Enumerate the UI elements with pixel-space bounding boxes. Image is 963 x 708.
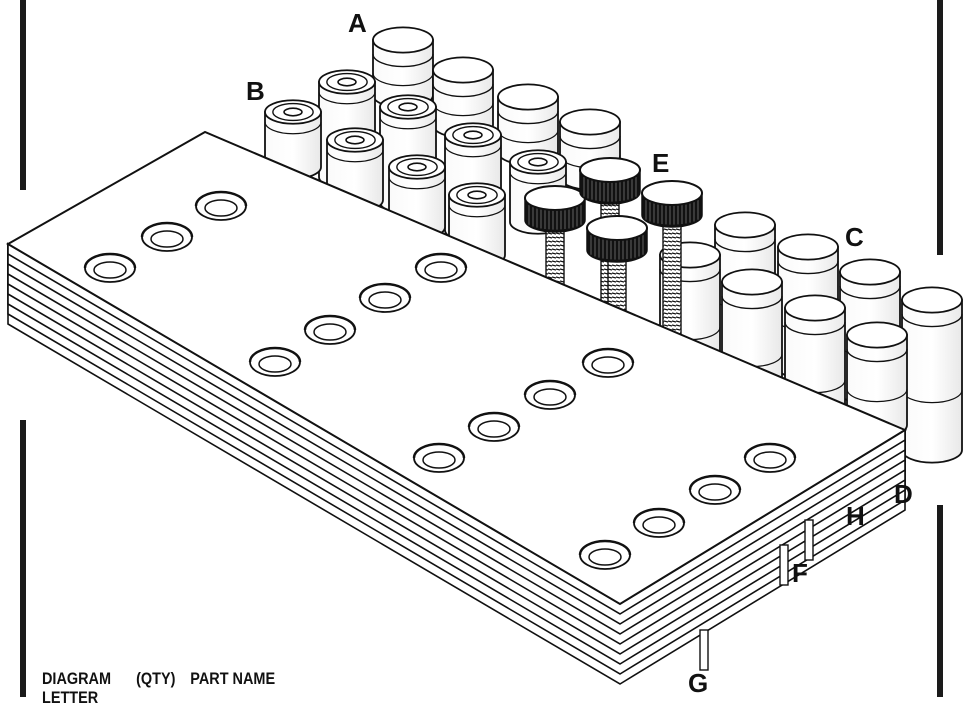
callout-b: B [246, 76, 265, 106]
frame-bar-bottom-right [937, 505, 943, 697]
bolt-1 [524, 185, 586, 320]
plate-hole-1 [194, 190, 248, 221]
plate-holes [83, 190, 797, 570]
frame-bar-top-right [937, 0, 943, 255]
legend-header: DIAGRAM (QTY) PART NAME [42, 669, 275, 689]
cylinder-16 [901, 286, 963, 464]
plate-top-face [6, 130, 908, 606]
plate-hole-15 [578, 539, 632, 570]
cylinder-parts [264, 26, 963, 464]
plate-hole-5 [358, 282, 412, 313]
plate-hole-2 [140, 221, 194, 252]
plate-hole-6 [303, 314, 357, 345]
cylinder-3 [497, 83, 559, 166]
plate-hole-10 [467, 411, 521, 442]
plate-hole-14 [632, 507, 686, 538]
frame-bar-bottom-left [20, 420, 26, 697]
frame-bars [20, 0, 943, 697]
callout-g: G [688, 668, 708, 697]
plate-tab-2 [779, 544, 789, 586]
plate-stack [6, 130, 908, 685]
plate-hole-12 [743, 442, 797, 473]
plate-hole-11 [412, 442, 466, 473]
callout-f: F [792, 558, 808, 588]
plate-hole-4 [414, 252, 468, 283]
callout-a: A [348, 8, 367, 38]
plate-hole-7 [248, 346, 302, 377]
plate-hole-13 [688, 474, 742, 505]
cylinder-1 [372, 26, 434, 109]
plate-hole-9 [523, 379, 577, 410]
legend-col-qty: (QTY) [136, 669, 176, 688]
bolt-parts [524, 157, 703, 350]
callout-c: C [845, 222, 864, 252]
legend-col-diagram: DIAGRAM [42, 669, 112, 688]
legend-header-line2: LETTER [42, 688, 98, 708]
legend-col-letter: LETTER [42, 688, 99, 707]
plate-tab-3 [699, 629, 709, 671]
plate-tab-1 [804, 519, 814, 561]
legend-col-part-name: PART NAME [190, 669, 276, 688]
bolt-3 [641, 180, 703, 345]
callout-e: E [652, 148, 669, 178]
plate-hole-3 [83, 252, 137, 283]
callout-h: H [846, 501, 865, 531]
plate-hole-8 [581, 347, 635, 378]
frame-bar-top-left [20, 0, 26, 190]
callout-d: D [894, 479, 913, 509]
